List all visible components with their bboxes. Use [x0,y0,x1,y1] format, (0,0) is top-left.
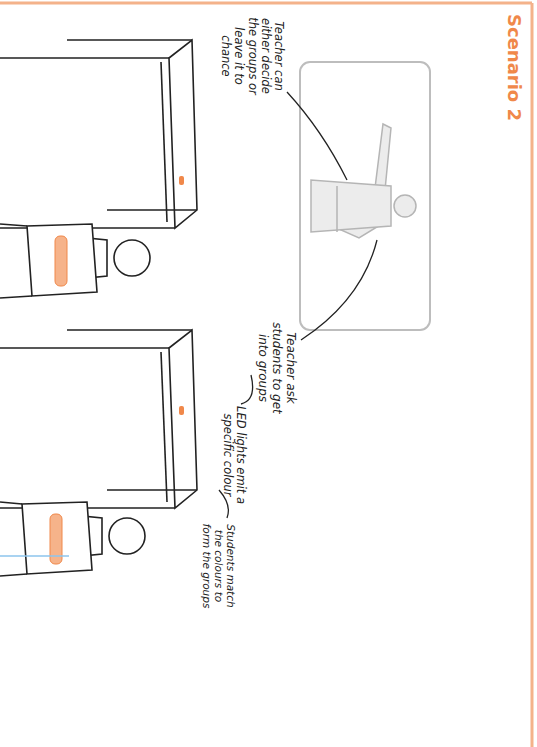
annotation: LED lights emit a specific colour [221,406,247,504]
frame-edge [531,3,534,747]
frame-edge [0,2,532,5]
leader-line [241,375,253,404]
annotation: Students match the colours to form the g… [201,520,237,612]
leader-line [287,92,347,180]
led-light [179,176,184,185]
desk [0,330,197,508]
sketch-stroke [0,555,69,557]
scenario-title: Scenario 2 [504,14,525,121]
whiteboard [300,62,430,330]
chair [0,224,97,298]
chair [0,502,92,576]
annotation: Teacher can either decide the groups or … [219,10,285,102]
led-light [179,406,184,415]
teacher-figure [311,124,416,238]
desk [0,40,197,228]
annotation: Teacher ask students to get into groups [256,312,297,424]
leader-line [301,240,377,340]
